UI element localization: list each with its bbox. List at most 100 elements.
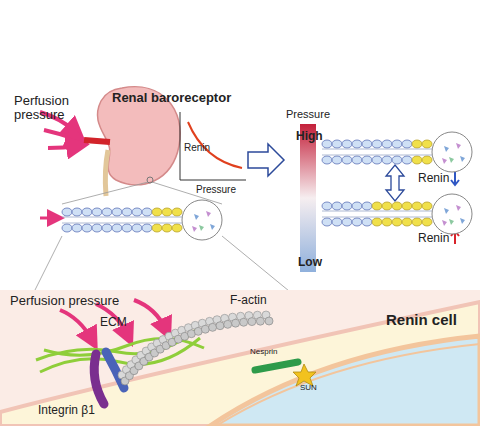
smooth-muscle-cell (362, 140, 372, 148)
renin-granule-cell (372, 218, 382, 226)
panel-label: Renin cell (386, 312, 476, 329)
part-label: ECM (100, 316, 140, 329)
smooth-muscle-cell (362, 156, 372, 164)
renin-granule-cell (412, 202, 422, 210)
cell-membrane (0, 302, 480, 426)
graph-axis (180, 112, 181, 180)
lumen-wall (322, 155, 432, 156)
renin-granule-cell (382, 218, 392, 226)
smooth-muscle-cell (342, 202, 352, 210)
smooth-muscle-cell (122, 208, 132, 216)
glomerular-cell (460, 218, 465, 224)
renin-granule-cell (412, 140, 422, 148)
nesprin (255, 362, 298, 370)
smooth-muscle-cell (372, 156, 382, 164)
smooth-muscle-cell (352, 218, 362, 226)
smooth-muscle-cell (82, 208, 92, 216)
smooth-muscle-cell (142, 208, 152, 216)
smooth-muscle-cell (102, 208, 112, 216)
smooth-muscle-cell (402, 156, 412, 164)
smooth-muscle-cell (372, 140, 382, 148)
glomerular-cell (442, 220, 447, 226)
actin-bead (216, 322, 224, 330)
smooth-muscle-cell (112, 208, 122, 216)
smooth-muscle-cell (122, 224, 132, 232)
renin-granule-cell (422, 202, 432, 210)
scale-label: Low (298, 256, 338, 269)
glomerular-cell (192, 226, 197, 232)
part-label: Nesprin (250, 348, 310, 357)
pressure-arrow (60, 310, 92, 340)
smooth-muscle-cell (332, 202, 342, 210)
smooth-muscle-cell (142, 224, 152, 232)
smooth-muscle-cell (62, 224, 72, 232)
smooth-muscle-cell (332, 156, 342, 164)
glomerular-cell (442, 158, 447, 164)
glomerulus (432, 194, 472, 234)
actin-bead (240, 318, 248, 326)
smooth-muscle-cell (362, 202, 372, 210)
pressure-arrow (48, 146, 78, 148)
smooth-muscle-cell (112, 224, 122, 232)
arteriole-drawings (62, 132, 472, 240)
smooth-muscle-cell (322, 140, 332, 148)
renin-granule-cell (402, 218, 412, 226)
panel-background (0, 290, 480, 426)
smooth-muscle-cell (62, 208, 72, 216)
smooth-muscle-cell (392, 140, 402, 148)
result-label: Renin (418, 172, 458, 185)
hollow-arrow (248, 144, 284, 176)
nucleus (210, 336, 480, 426)
glomerular-cell (210, 224, 215, 230)
glomerular-cell (460, 156, 465, 162)
scale-label: High (296, 130, 336, 143)
heading-label: Renal baroreceptor (112, 91, 232, 105)
renin-granule-cell (412, 218, 422, 226)
axis-label: Pressure (196, 184, 256, 195)
integrin-alpha (94, 354, 104, 404)
pressure-arrow (44, 130, 78, 140)
smooth-muscle-cell (362, 218, 372, 226)
ureter (105, 150, 108, 196)
glomerular-cell (444, 208, 449, 214)
annotation-label: Perfusion pressure (14, 94, 80, 123)
smooth-muscle-cell (382, 140, 392, 148)
glomerular-cell (444, 146, 449, 152)
renin-granule-cell (422, 140, 432, 148)
glomerular-cell (199, 225, 204, 231)
renal-artery (84, 140, 110, 142)
axis-label: Pressure (286, 108, 346, 120)
smooth-muscle-cell (342, 156, 352, 164)
smooth-muscle-cell (342, 140, 352, 148)
f-actin-filament (118, 311, 273, 385)
glomerulus (182, 200, 222, 240)
smooth-muscle-cell (102, 224, 112, 232)
part-label: SUN (300, 384, 330, 393)
smooth-muscle-cell (352, 202, 362, 210)
sun-protein (293, 364, 316, 386)
actin-bead (265, 317, 273, 325)
smooth-muscle-cell (92, 208, 102, 216)
smooth-muscle-cell (382, 156, 392, 164)
lumen-wall (322, 149, 432, 150)
axis-label: Renin (184, 142, 224, 153)
glomerular-cell (449, 157, 454, 163)
renin-granule-cell (162, 224, 172, 232)
renin-granule-cell (172, 208, 182, 216)
lumen-wall (62, 223, 182, 224)
graph-axis (180, 180, 246, 181)
ecm-fiber (36, 330, 196, 360)
renin-granule-cell (402, 202, 412, 210)
pressure-arrow (134, 300, 166, 330)
leader-line (62, 182, 148, 204)
actin-bead (232, 319, 240, 327)
smooth-muscle-cell (322, 218, 332, 226)
renin-granule-cell (422, 156, 432, 164)
smooth-muscle-cell (92, 224, 102, 232)
result-label: Renin (418, 232, 458, 245)
renin-granule-cell (372, 202, 382, 210)
smooth-muscle-cell (352, 140, 362, 148)
glomerular-cell (206, 211, 211, 217)
